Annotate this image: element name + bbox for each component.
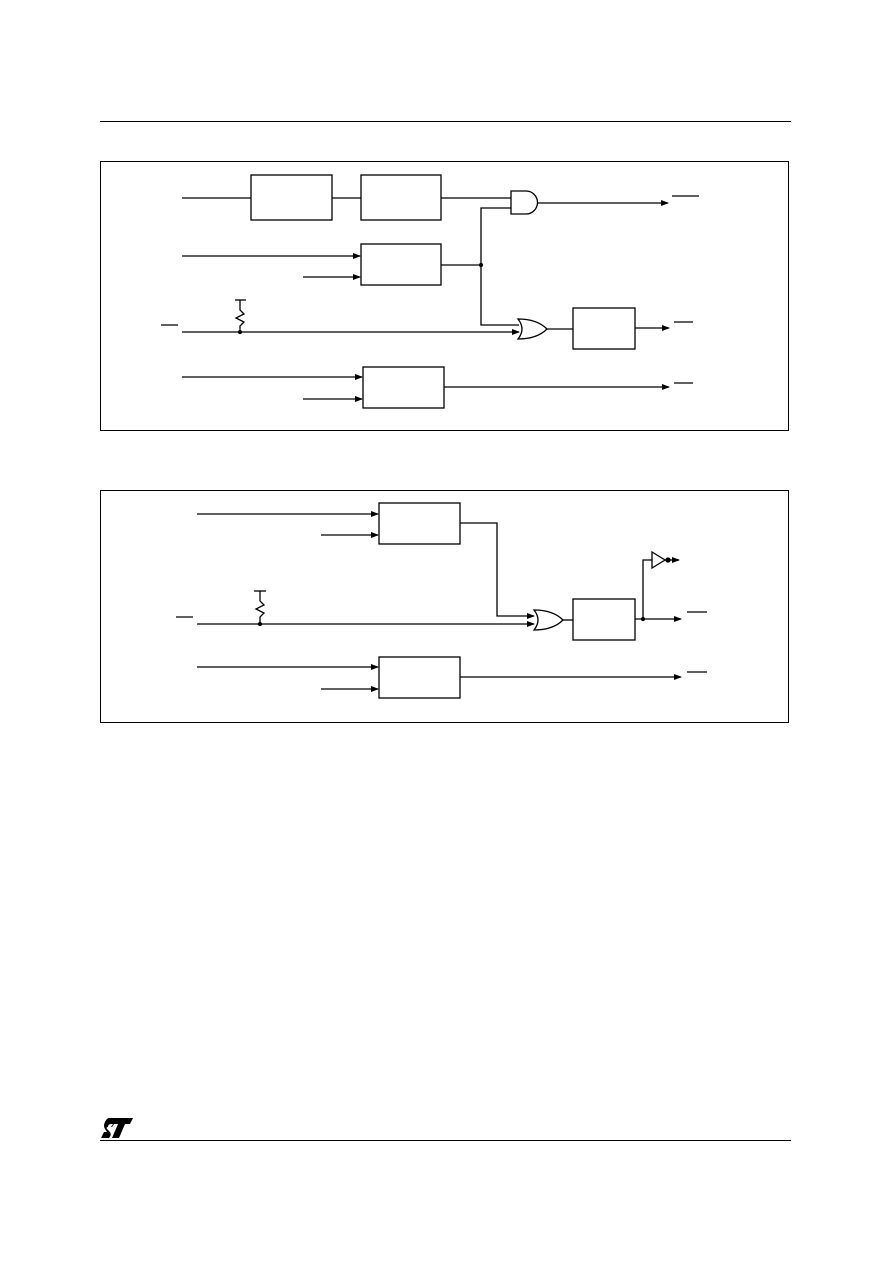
junction-dot — [665, 557, 671, 563]
block-e — [362, 366, 445, 409]
header-rule — [100, 121, 791, 122]
footer-rule — [100, 1140, 791, 1141]
junction-dot — [237, 329, 243, 335]
figure-top-diagram — [161, 174, 699, 409]
block-b — [360, 174, 442, 221]
pullup-resistor — [234, 300, 246, 332]
st-logo — [100, 1116, 136, 1140]
figure-top — [100, 161, 789, 431]
st-logo-icon — [101, 1118, 133, 1138]
feedback-wire — [480, 207, 519, 326]
block-c — [360, 243, 442, 286]
figure-bottom-diagram — [176, 502, 707, 699]
block-a — [378, 502, 461, 545]
wire — [642, 559, 652, 619]
wire — [460, 522, 535, 619]
block-a — [250, 174, 333, 221]
block-d — [572, 307, 636, 350]
and-gate — [510, 190, 539, 215]
buffer — [651, 550, 667, 570]
figure-bottom — [100, 490, 789, 723]
block-c — [378, 656, 461, 699]
pullup-resistor — [254, 591, 266, 624]
block-b — [572, 598, 636, 641]
junction-dot — [478, 262, 484, 268]
junction-dot — [257, 621, 263, 627]
or-gate — [532, 609, 564, 631]
or-gate — [516, 318, 548, 340]
